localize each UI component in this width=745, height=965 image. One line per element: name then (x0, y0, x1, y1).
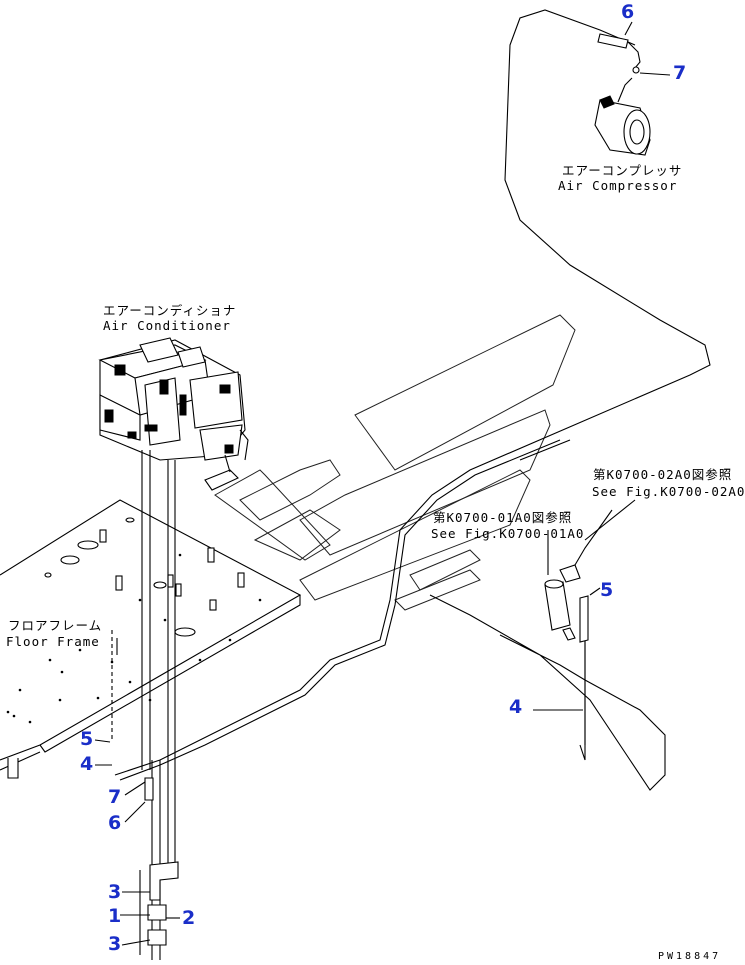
callout-6-top: 6 (621, 1, 635, 23)
reference-2-label-jp: 第K0700-01A0図参照 (433, 510, 573, 525)
floor-frame-label-en: Floor Frame (6, 634, 100, 649)
callout-1: 1 (108, 905, 122, 927)
receiver-drier (544, 509, 613, 643)
reference-1-label-en: See Fig.K0700-02A0 (592, 484, 745, 499)
reference-2-label-en: See Fig.K0700-01A0 (431, 526, 585, 541)
floor-frame (0, 499, 302, 779)
leader-lines (94, 21, 671, 946)
callout-7-left: 7 (108, 786, 122, 808)
routed-hose (114, 9, 711, 781)
air-conditioner-label-en: Air Conditioner (103, 318, 231, 333)
watermark (214, 314, 576, 611)
drawing-code: PW18847 (658, 951, 722, 962)
air-compressor-label-en: Air Compressor (558, 178, 678, 193)
vertical-hoses (139, 450, 179, 960)
air-compressor-label-jp: エアーコンプレッサ (562, 163, 683, 178)
air-compressor (594, 33, 651, 156)
callout-7-top: 7 (673, 62, 687, 84)
receiver-hose (429, 594, 666, 791)
callout-5-left: 5 (80, 728, 94, 750)
reference-1-label-jp: 第K0700-02A0図参照 (593, 467, 733, 482)
callout-5-right: 5 (600, 579, 614, 601)
callout-3-upper: 3 (108, 881, 122, 903)
callout-4-right: 4 (509, 696, 523, 718)
floor-frame-label-jp: フロアフレーム (8, 618, 103, 633)
air-conditioner-unit (98, 337, 249, 491)
callout-2: 2 (182, 907, 196, 929)
air-conditioner-label-jp: エアーコンディショナ (103, 303, 237, 318)
callout-4-left: 4 (80, 753, 94, 775)
callout-3-lower: 3 (108, 933, 122, 955)
callout-6-left: 6 (108, 812, 122, 834)
